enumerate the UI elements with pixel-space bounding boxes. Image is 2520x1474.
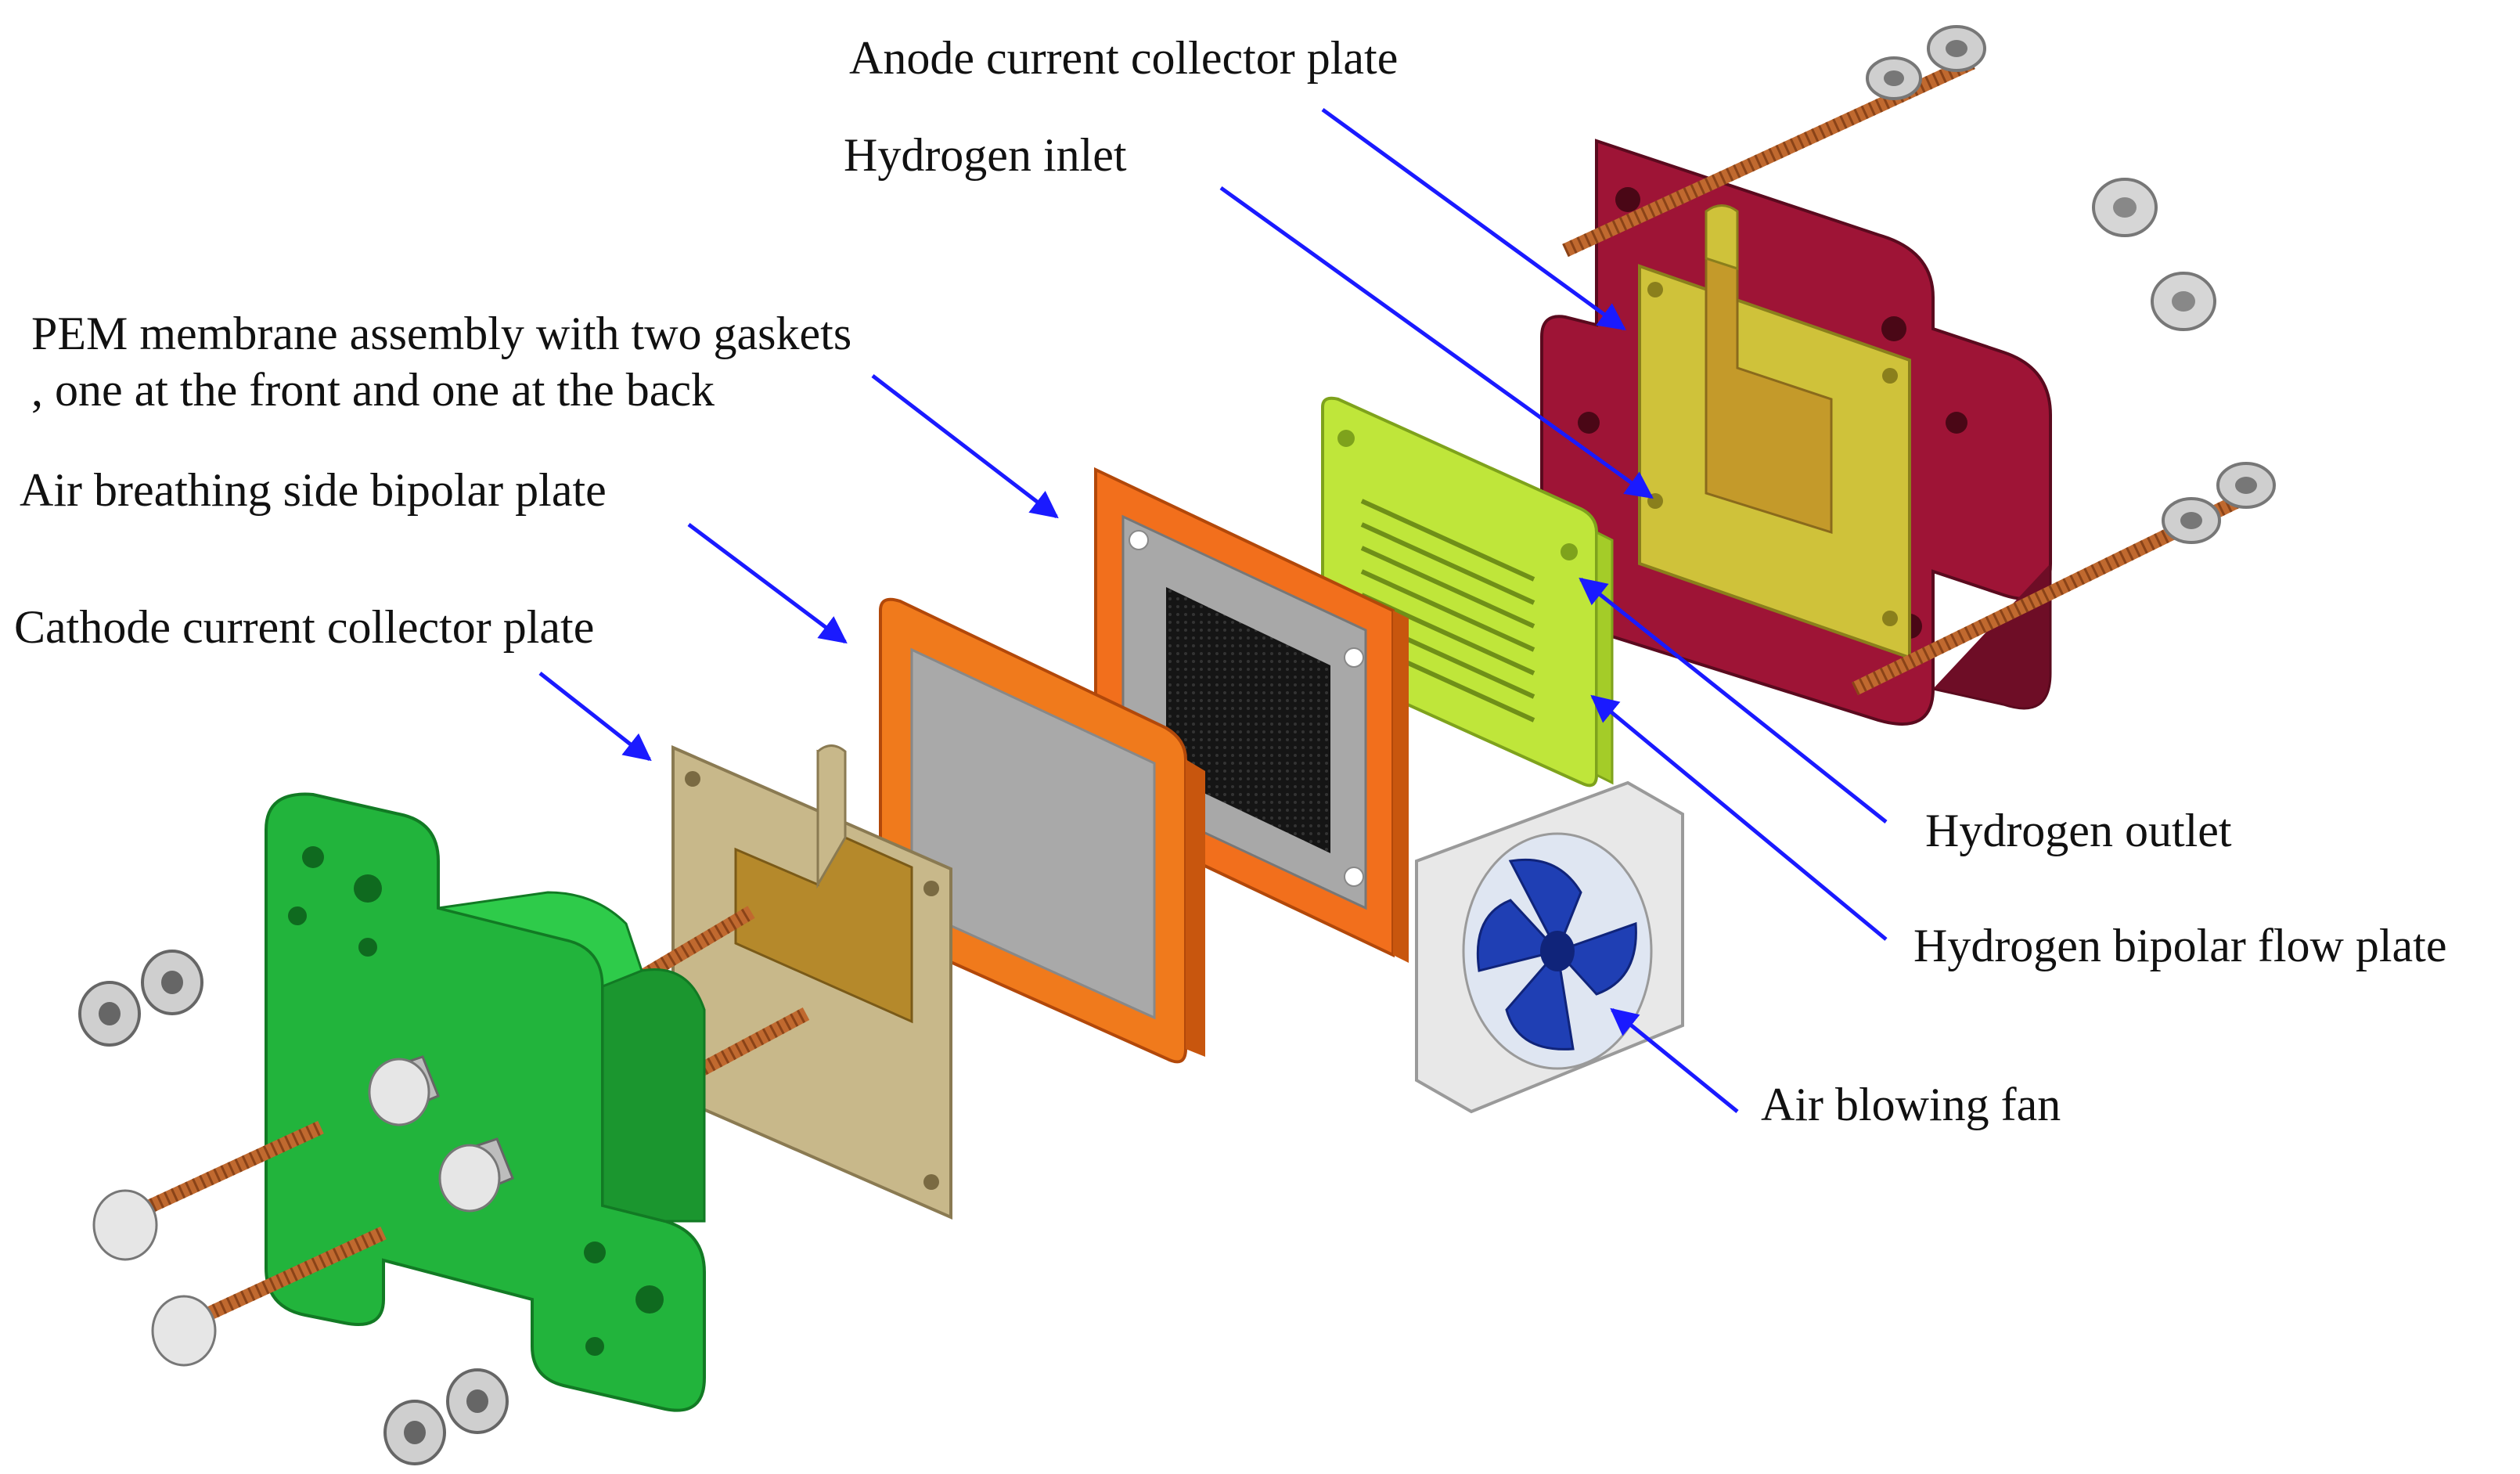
- pem-gasket-edge: [1393, 611, 1409, 963]
- anode-nut-2: [1927, 25, 1986, 72]
- label-pem-line-2: , one at the front and one at the back: [31, 364, 715, 416]
- anode-hole-2: [1881, 316, 1906, 341]
- cathode-collector-tab-top: [816, 744, 847, 889]
- cathode-collector-hole-4: [923, 1174, 939, 1190]
- anode-current-collector-plate: [1638, 204, 1911, 660]
- label-hydrogen-inlet: Hydrogen inlet: [844, 129, 1127, 181]
- air-plate-window: [910, 647, 1156, 1020]
- arrow-hydrogen-flow-plate: [1590, 694, 1888, 941]
- label-hydrogen-bipolar-flow-plate: Hydrogen bipolar flow plate: [1913, 920, 2447, 971]
- arrow-hydrogen-outlet: [1579, 577, 1888, 823]
- air-blowing-fan: [1415, 780, 1684, 1114]
- fan-blades: [1476, 858, 1637, 1051]
- cathode-hole-5: [584, 1242, 606, 1263]
- cathode-rods-front: [78, 950, 514, 1465]
- anode-collector-tab-top: [1705, 204, 1739, 271]
- air-plate-edge: [1186, 759, 1205, 1057]
- cathode-hole-4: [358, 938, 377, 957]
- washer-nut-4: [446, 1368, 509, 1434]
- label-pem-line-1: PEM membrane assembly with two gaskets: [31, 308, 852, 359]
- label-pem-membrane-assembly: PEM membrane assembly with two gaskets ,…: [31, 305, 851, 418]
- label-air-blowing-fan: Air blowing fan: [1761, 1079, 2061, 1130]
- anode-rods: [1562, 25, 2276, 696]
- cathode-hole-7: [585, 1337, 604, 1356]
- anode-collector-hole-2: [1882, 368, 1898, 384]
- loose-nut-2: [2151, 272, 2216, 331]
- fan-hub: [1540, 931, 1575, 971]
- cap-nut-3: [92, 1189, 158, 1261]
- pem-hole-1: [1129, 530, 1149, 550]
- anode-hole-1: [1615, 187, 1640, 212]
- hydrogen-plate-hole-1: [1337, 430, 1355, 447]
- cap-nut-4: [151, 1295, 217, 1367]
- pem-membrane-active-area: [1166, 587, 1330, 853]
- cathode-hole-6: [635, 1285, 664, 1314]
- cathode-collector-hole-1: [685, 771, 700, 787]
- cathode-collector-hole-2: [923, 881, 939, 896]
- washer-nut-2: [141, 950, 203, 1015]
- anode-collector-hole-4: [1882, 611, 1898, 626]
- arrow-cathode-collector: [538, 672, 652, 762]
- cathode-end-plate-top: [437, 891, 643, 989]
- cathode-end-plate: [265, 792, 706, 1412]
- cathode-end-plate-side: [601, 968, 706, 1223]
- label-air-breathing-side-bipolar-plate: Air breathing side bipolar plate: [20, 464, 607, 516]
- label-hydrogen-outlet: Hydrogen outlet: [1925, 805, 2232, 856]
- anode-hole-3: [1946, 412, 1967, 434]
- pem-hole-3: [1344, 867, 1364, 887]
- cathode-current-collector-plate: [671, 744, 952, 1220]
- arrow-anode-collector: [1321, 107, 1626, 331]
- label-anode-current-collector-plate: Anode current collector plate: [849, 32, 1399, 84]
- label-cathode-current-collector-plate: Cathode current collector plate: [14, 601, 595, 653]
- anode-collector-hole-1: [1647, 282, 1663, 297]
- anode-nut-3: [2162, 497, 2221, 544]
- hydrogen-plate-edge: [1595, 530, 1614, 785]
- anode-nut-1: [1866, 56, 1922, 100]
- cap-nut-2: [438, 1137, 514, 1213]
- anode-hole-4: [1578, 412, 1600, 434]
- arrow-air-breathing-plate: [687, 523, 848, 644]
- washer-nut-3: [383, 1400, 446, 1465]
- cap-nut-1: [368, 1055, 440, 1126]
- air-breathing-bipolar-plate: [879, 597, 1205, 1064]
- washer-nut-1: [78, 981, 141, 1047]
- cathode-hole-2: [354, 874, 382, 903]
- arrow-pem: [871, 374, 1059, 519]
- anode-nut-4: [2216, 462, 2276, 509]
- cathode-hole-1: [302, 846, 324, 868]
- loose-nut-1: [2092, 178, 2158, 237]
- callout-arrows: [538, 107, 1888, 1113]
- pem-hole-2: [1344, 647, 1364, 668]
- arrow-air-fan: [1610, 1007, 1739, 1113]
- cathode-hole-3: [288, 906, 307, 925]
- hydrogen-plate-hole-2: [1561, 543, 1578, 560]
- arrow-hydrogen-inlet: [1219, 186, 1654, 499]
